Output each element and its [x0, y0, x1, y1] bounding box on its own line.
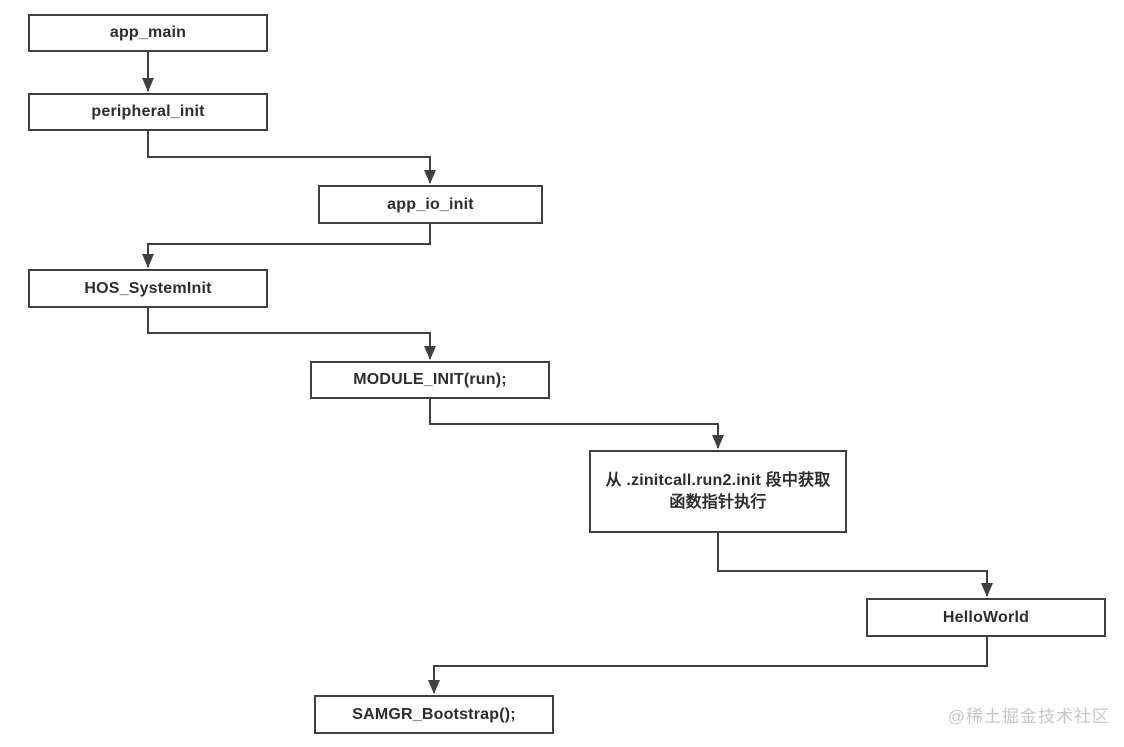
node-zinitcall: 从 .zinitcall.run2.init 段中获取 函数指针执行: [589, 450, 847, 533]
node-zinitcall-label-line1: 从 .zinitcall.run2.init 段中获取: [605, 471, 831, 489]
node-hos-systeminit-label: HOS_SystemInit: [84, 279, 212, 297]
node-app-main-label: app_main: [109, 24, 187, 42]
node-app-io-init: app_io_init: [318, 185, 543, 224]
node-helloworld-label: HelloWorld: [942, 608, 1030, 626]
node-app-main: app_main: [28, 14, 268, 52]
edge-hos-moduleinit-arrow: [147, 308, 436, 360]
edge-appio-hos-arrow: [142, 224, 431, 268]
edge-peripheral-appio-arrow: [147, 131, 436, 184]
edge-helloworld-samgr-arrow: [428, 637, 988, 694]
node-app-io-init-label: app_io_init: [387, 195, 474, 213]
node-module-init: MODULE_INIT(run);: [310, 361, 550, 399]
node-peripheral-init-label: peripheral_init: [91, 103, 205, 121]
node-hos-systeminit: HOS_SystemInit: [28, 269, 268, 308]
edge-moduleinit-zinitcall-arrow: [429, 399, 724, 449]
node-module-init-label: MODULE_INIT(run);: [353, 371, 507, 389]
node-zinitcall-label-line2: 函数指针执行: [669, 493, 767, 511]
node-samgr-bootstrap-label: SAMGR_Bootstrap();: [352, 705, 516, 723]
node-peripheral-init: peripheral_init: [28, 93, 268, 131]
node-samgr-bootstrap: SAMGR_Bootstrap();: [314, 695, 554, 734]
node-helloworld: HelloWorld: [866, 598, 1106, 637]
watermark: @稀土掘金技术社区: [947, 707, 1110, 726]
edge-zinitcall-helloworld-arrow: [717, 533, 993, 597]
